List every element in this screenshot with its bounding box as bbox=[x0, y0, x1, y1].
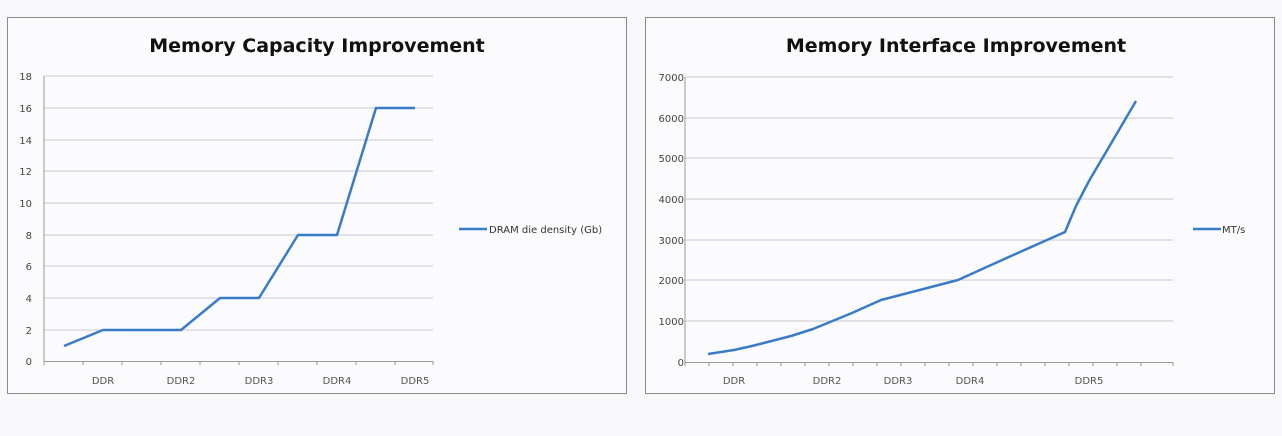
svg-text:18: 18 bbox=[19, 72, 32, 83]
mts-line bbox=[707, 100, 1138, 356]
chart-title: Memory Capacity Improvement bbox=[149, 35, 485, 57]
svg-text:DDR2: DDR2 bbox=[167, 376, 196, 387]
gridlines bbox=[44, 75, 433, 331]
svg-text:8: 8 bbox=[26, 231, 32, 242]
legend: MT/s bbox=[1193, 225, 1245, 236]
svg-text:DDR: DDR bbox=[92, 376, 114, 387]
svg-text:4: 4 bbox=[26, 294, 32, 305]
svg-text:0: 0 bbox=[26, 357, 32, 368]
svg-text:2000: 2000 bbox=[659, 276, 684, 287]
legend-label: MT/s bbox=[1222, 225, 1245, 236]
svg-text:3000: 3000 bbox=[659, 236, 684, 247]
svg-text:1000: 1000 bbox=[659, 317, 684, 328]
svg-text:DDR5: DDR5 bbox=[1075, 376, 1104, 387]
svg-text:DDR4: DDR4 bbox=[956, 376, 985, 387]
chart-title: Memory Interface Improvement bbox=[786, 35, 1126, 57]
svg-text:DDR2: DDR2 bbox=[813, 376, 842, 387]
y-axis-labels: 0 2 4 6 8 10 12 14 16 18 bbox=[19, 72, 32, 368]
x-axis-labels: DDR DDR2 DDR3 DDR4 DDR5 bbox=[92, 376, 430, 387]
svg-text:5000: 5000 bbox=[659, 154, 684, 165]
density-line bbox=[63, 106, 415, 348]
legend: DRAM die density (Gb) bbox=[459, 225, 602, 236]
y-axis-labels: 0 1000 2000 3000 4000 5000 6000 7000 bbox=[659, 73, 684, 369]
svg-text:6: 6 bbox=[26, 262, 32, 273]
interface-chart: Memory Interface Improvement bbox=[659, 35, 1246, 387]
svg-text:7000: 7000 bbox=[659, 73, 684, 84]
axes bbox=[684, 77, 1174, 366]
gridlines bbox=[685, 76, 1173, 322]
svg-text:DDR5: DDR5 bbox=[401, 376, 430, 387]
svg-text:12: 12 bbox=[19, 167, 32, 178]
axes bbox=[43, 76, 434, 365]
svg-text:14: 14 bbox=[19, 136, 32, 147]
svg-text:10: 10 bbox=[19, 199, 32, 210]
svg-text:DDR3: DDR3 bbox=[884, 376, 913, 387]
capacity-chart: Memory Capacity Improvement bbox=[19, 35, 602, 387]
svg-text:DDR3: DDR3 bbox=[245, 376, 274, 387]
capacity-chart-frame: Memory Capacity Improvement bbox=[7, 17, 627, 394]
legend-label: DRAM die density (Gb) bbox=[489, 225, 602, 236]
svg-text:4000: 4000 bbox=[659, 195, 684, 206]
svg-text:6000: 6000 bbox=[659, 114, 684, 125]
svg-text:2: 2 bbox=[26, 326, 32, 337]
x-axis-labels: DDR DDR2 DDR3 DDR4 DDR5 bbox=[723, 376, 1104, 387]
svg-text:DDR: DDR bbox=[723, 376, 745, 387]
svg-text:DDR4: DDR4 bbox=[323, 376, 352, 387]
interface-chart-frame: Memory Interface Improvement bbox=[645, 17, 1275, 394]
svg-text:16: 16 bbox=[19, 104, 32, 115]
svg-text:0: 0 bbox=[678, 358, 684, 369]
